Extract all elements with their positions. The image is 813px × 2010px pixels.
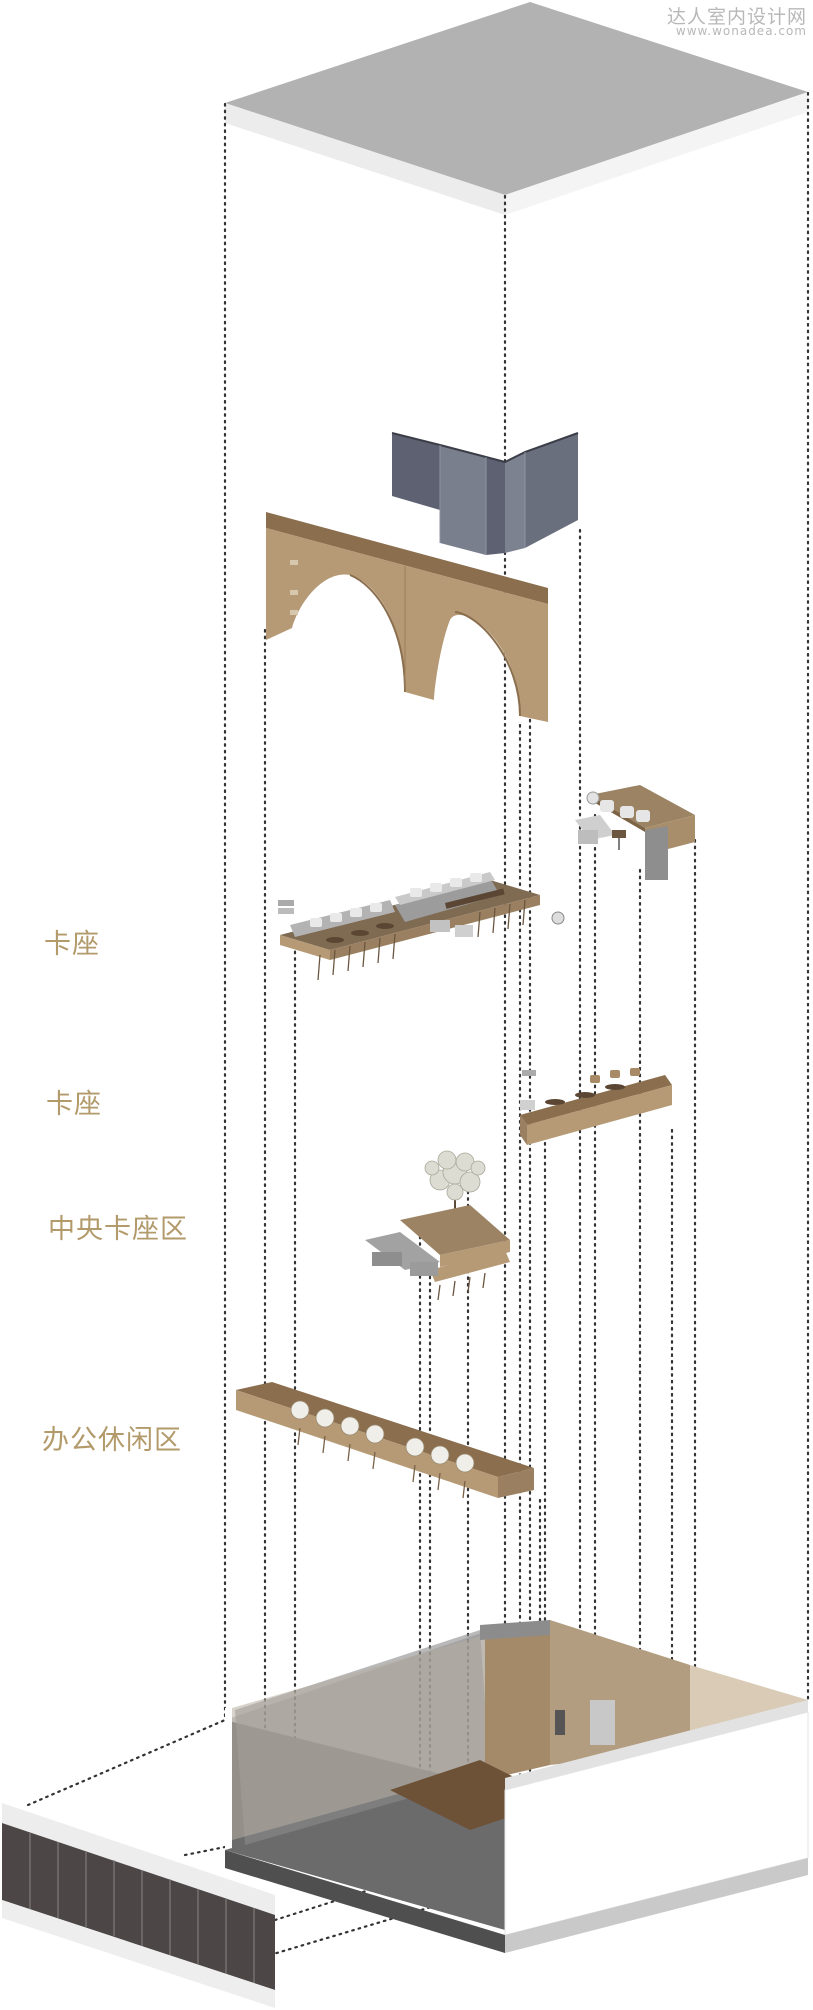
- upper-right-booth: [575, 785, 695, 880]
- watermark-site-url: www.wonadea.com: [675, 24, 807, 38]
- arched-wood-wall: [266, 512, 548, 722]
- tree: [424, 1150, 486, 1215]
- booth-lower-right: [520, 1068, 672, 1145]
- slate-folding-screen: [391, 432, 579, 555]
- office-lounge-table: [236, 1382, 534, 1499]
- roof-slab: [225, 2, 808, 215]
- label-office-lounge-zone: 办公休闲区: [42, 1425, 182, 1456]
- label-booth-lower: 卡座: [46, 1089, 102, 1120]
- central-booth-zone: [365, 1150, 510, 1301]
- long-booth-upper: [278, 872, 565, 981]
- watermark-site-name: 达人室内设计网: [666, 6, 807, 28]
- facade-panel: [2, 1803, 275, 2008]
- label-central-booth-zone: 中央卡座区: [48, 1214, 188, 1245]
- label-booth-upper: 卡座: [44, 929, 100, 960]
- ground-floor-shell: [225, 1620, 809, 1953]
